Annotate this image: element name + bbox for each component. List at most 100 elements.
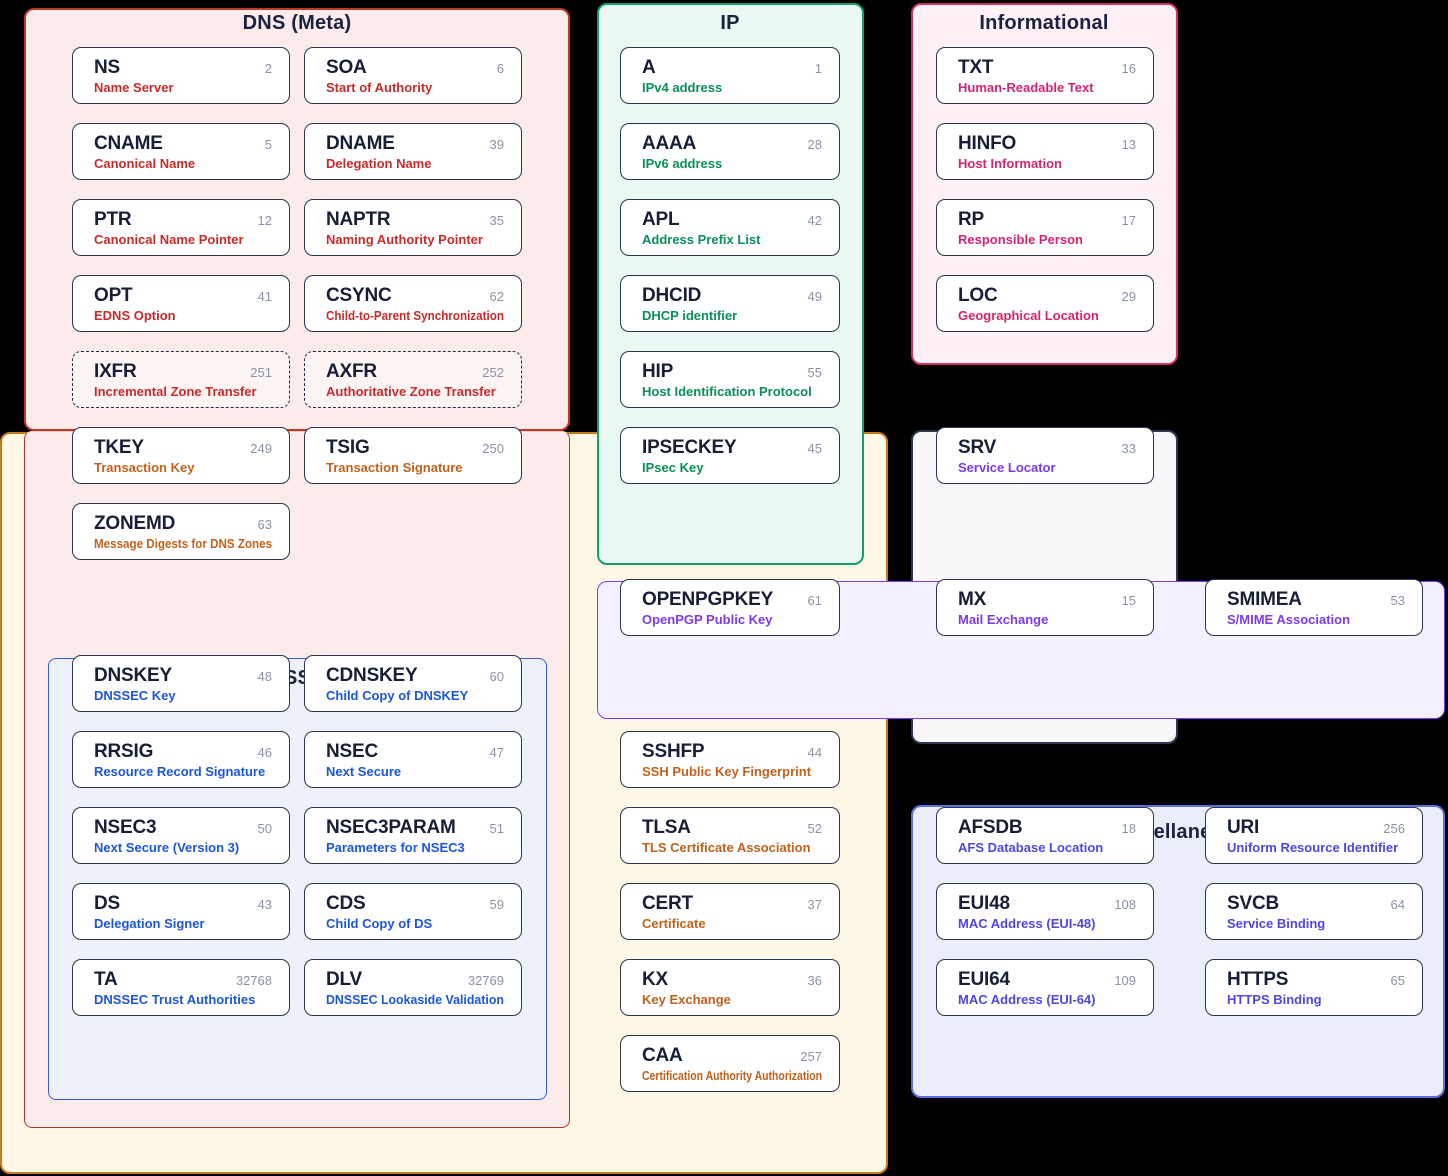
record-type-description: AFS Database Location — [958, 840, 1104, 855]
panel-dnssec — [48, 658, 547, 1100]
record-type-description: DHCP identifier — [642, 308, 738, 323]
record-type-description: Certification Authority Authorization — [642, 1068, 823, 1083]
record-type-name: TXT — [958, 57, 994, 78]
panel-title-ip: IP — [720, 12, 740, 34]
record-type-description: IPv6 address — [642, 156, 723, 171]
record-type-number: 36 — [807, 973, 822, 988]
record-type-description: HTTPS Binding — [1227, 992, 1322, 1007]
record-type-description: EDNS Option — [94, 308, 176, 323]
record-type-name: HTTPS — [1227, 969, 1289, 990]
record-type-name: NSEC — [326, 741, 378, 762]
record-type-description: Canonical Name — [94, 156, 196, 171]
record-type-description: Next Secure — [326, 764, 402, 779]
record-type-description: Host Information — [958, 156, 1062, 171]
record-type-description: Parameters for NSEC3 — [326, 840, 465, 855]
record-type-number: 51 — [489, 821, 504, 836]
record-type-description: Authoritative Zone Transfer — [326, 384, 496, 399]
record-type-name: TA — [94, 969, 118, 990]
record-type-name: DNAME — [326, 133, 395, 154]
record-type-name: URI — [1227, 817, 1260, 838]
record-type-name: SOA — [326, 57, 367, 78]
record-type-description: Resource Record Signature — [94, 764, 266, 779]
panel-title-dns-meta: DNS (Meta) — [242, 12, 352, 34]
record-type-name: SVCB — [1227, 893, 1279, 914]
record-type-name: SMIMEA — [1227, 589, 1302, 610]
record-type-name: CAA — [642, 1045, 683, 1066]
record-type-number: 59 — [489, 897, 504, 912]
record-type-description: Start of Authority — [326, 80, 433, 95]
record-type-description: Key Exchange — [642, 992, 731, 1007]
record-type-name: ZONEMD — [94, 513, 176, 534]
record-type-number: 6 — [496, 61, 504, 76]
record-type-number: 17 — [1121, 213, 1136, 228]
record-type-name: CDS — [326, 893, 366, 914]
record-type-number: 44 — [807, 745, 822, 760]
record-type-name: CNAME — [94, 133, 163, 154]
record-type-description: Incremental Zone Transfer — [94, 384, 257, 399]
record-type-description: Certificate — [642, 916, 706, 931]
record-type-description: Responsible Person — [958, 232, 1083, 247]
record-type-number: 32768 — [235, 973, 272, 988]
record-type-name: KX — [642, 969, 668, 990]
record-type-number: 39 — [489, 137, 504, 152]
record-type-number: 37 — [807, 897, 822, 912]
record-type-description: MAC Address (EUI-48) — [958, 916, 1096, 931]
record-type-number: 64 — [1390, 897, 1405, 912]
record-type-name: HIP — [642, 361, 674, 382]
record-type-number: 256 — [1383, 821, 1405, 836]
record-type-number: 1 — [814, 61, 822, 76]
record-type-name: SSHFP — [642, 741, 705, 762]
record-type-description: Canonical Name Pointer — [94, 232, 244, 247]
record-type-number: 251 — [250, 365, 272, 380]
record-type-number: 250 — [482, 441, 504, 456]
record-type-name: EUI48 — [958, 893, 1010, 914]
record-type-name: DS — [94, 893, 120, 914]
record-type-number: 41 — [257, 289, 272, 304]
record-type-description: IPsec Key — [642, 460, 704, 475]
record-type-number: 28 — [807, 137, 822, 152]
record-type-name: AAAA — [642, 133, 697, 154]
record-type-number: 61 — [807, 593, 822, 608]
record-type-number: 13 — [1121, 137, 1136, 152]
record-type-name: CDNSKEY — [326, 665, 418, 686]
record-type-description: Naming Authority Pointer — [326, 232, 483, 247]
record-type-number: 29 — [1121, 289, 1136, 304]
record-type-description: Child-to-Parent Synchronization — [326, 308, 504, 323]
record-type-number: 32769 — [467, 973, 504, 988]
record-type-name: A — [642, 57, 656, 78]
record-type-description: S/MIME Association — [1227, 612, 1351, 627]
record-type-name: TLSA — [642, 817, 691, 838]
record-type-name: AFSDB — [958, 817, 1023, 838]
record-type-number: 16 — [1121, 61, 1136, 76]
record-type-name: AXFR — [326, 361, 377, 382]
record-type-number: 109 — [1114, 973, 1136, 988]
record-type-name: SRV — [958, 437, 997, 458]
record-type-description: Delegation Signer — [94, 916, 205, 931]
record-type-description: Human-Readable Text — [958, 80, 1094, 95]
